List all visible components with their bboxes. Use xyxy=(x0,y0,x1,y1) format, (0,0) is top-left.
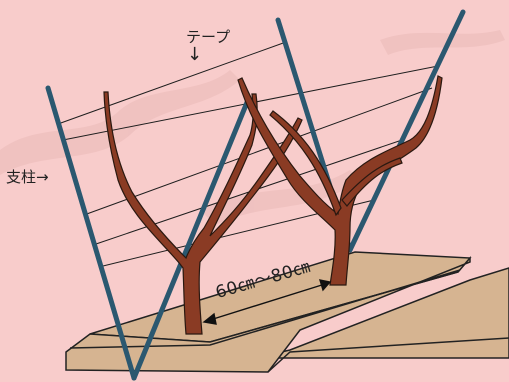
tape-pointer-arrow: ↓ xyxy=(187,44,203,65)
post-label: 支柱→ xyxy=(6,168,49,186)
right-vine xyxy=(237,75,443,286)
support-posts xyxy=(45,9,466,381)
tape-label: テープ xyxy=(186,28,231,46)
distance-arrow xyxy=(202,279,332,325)
